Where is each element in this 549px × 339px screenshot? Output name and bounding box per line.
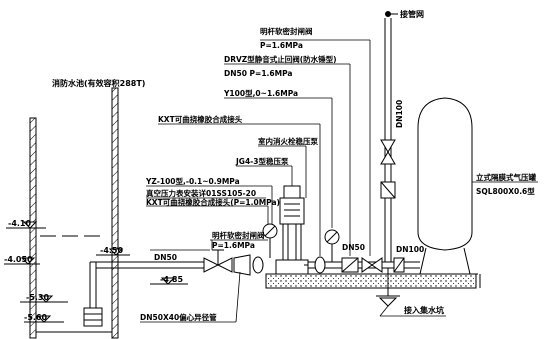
pump-model-label: JG4-3型稳压泵: [235, 156, 289, 166]
flexible-joint-right: [314, 256, 326, 274]
tank-connection-valve: [393, 257, 418, 273]
check-valve-pressure: DN50 P=1.6MPa: [224, 69, 292, 78]
drain-label: 接入集水坑: [404, 305, 444, 315]
pool-right-wall: [111, 87, 119, 339]
pump-base: [265, 273, 481, 289]
top-gate-valve-label: 明杆软密封闸阀: [260, 26, 313, 36]
vacuum-gauge: [262, 223, 278, 258]
pressure-gauge-label: Y100型,0~1.6MPa: [223, 88, 298, 98]
vacuum-gauge-label: YZ-100型,-0.1~0.9MPa: [145, 176, 240, 186]
level-marker-485: [150, 277, 188, 285]
tank-model-label: SQL800X0.6型: [476, 186, 535, 196]
level-marker-560: [24, 315, 64, 323]
pool-label: 消防水池(有效容积288T): [52, 78, 145, 88]
level-label-410: -4.10: [8, 219, 31, 228]
level-marker-4050: [4, 257, 40, 265]
suction-pipe: [83, 261, 210, 327]
kxt-right-label: KXT可曲挠橡胶合成接头: [158, 114, 243, 124]
riser-gate-valve: [380, 139, 396, 165]
check-valve: [341, 257, 359, 273]
dn100-riser-label: DN100: [395, 100, 404, 128]
suction-pipe-label: DN50X40偏心异径管: [140, 312, 217, 322]
level-marker-530: [20, 295, 68, 303]
connect-network-label: 接管网: [400, 9, 424, 19]
indoor-pump-label: 室内消火栓稳压泵: [258, 136, 318, 146]
pressure-tank: [412, 97, 478, 275]
level-marker-410: [6, 221, 46, 229]
top-gate-valve-pressure: P=1.6MPa: [260, 41, 303, 50]
vacuum-gauge-install-label: 真空压力表安装详01SS105-20: [146, 188, 256, 198]
dn50-left-label: DN50: [154, 253, 177, 262]
level-marker-450: [96, 248, 130, 256]
leader-lines: [140, 39, 538, 323]
eccentric-reducer: [233, 254, 251, 276]
level-label-450: -4.50: [100, 246, 123, 255]
level-label-560: -5.60: [24, 313, 47, 322]
pump-unit: [275, 185, 309, 275]
riser-check-valve: [380, 181, 396, 199]
suction-gate-valve-label: 明杆软密封闸阀: [212, 230, 265, 240]
network-riser: [384, 11, 398, 262]
pressure-gauge: [324, 229, 340, 262]
tank-name-label: 立式隔膜式气压罐: [476, 172, 536, 182]
drain-line: [376, 268, 400, 307]
suction-gate-valve: [203, 249, 233, 273]
dn100-tank-label: DN100: [396, 245, 424, 254]
level-label-530: -5.30: [26, 293, 49, 302]
kxt-left-label: KXT可曲挠橡胶合成接头(P=1.0MPa): [146, 197, 280, 207]
suction-gate-valve-pressure: P=1.6MPa: [212, 241, 255, 250]
level-label-485: -4.85: [160, 275, 183, 284]
level-label-4050: -4.050: [4, 255, 33, 264]
flexible-joint-left: [252, 256, 264, 274]
check-valve-label: DRVZ型静音式止回阀(防水锤型): [224, 54, 337, 64]
discharge-gate-valve: [361, 257, 383, 273]
dn50-right-label: DN50: [342, 243, 365, 252]
